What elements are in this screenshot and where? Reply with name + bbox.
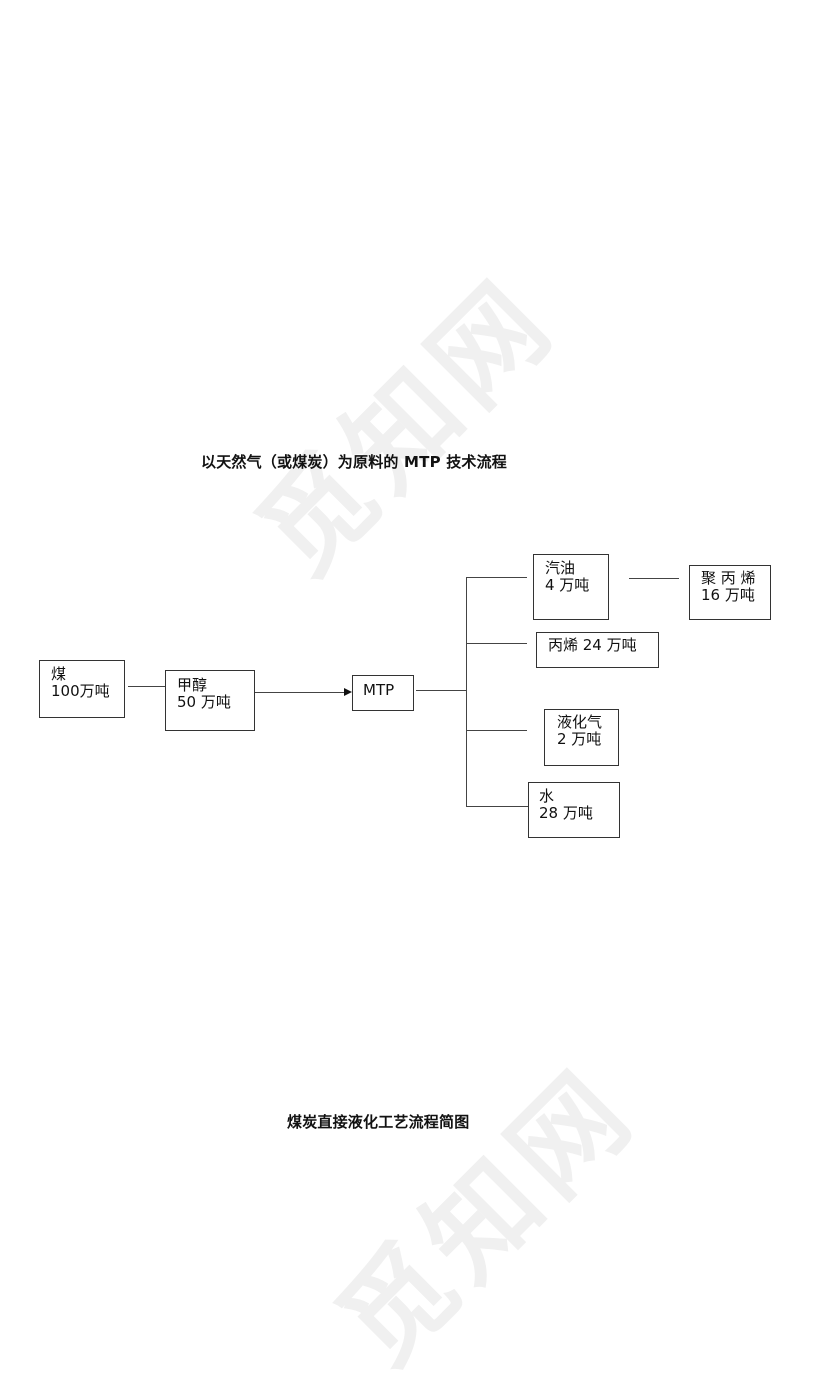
edge-to-lpg bbox=[466, 730, 527, 731]
node-water-label: 水 bbox=[539, 787, 555, 805]
node-methanol: 甲醇 50 万吨 bbox=[165, 670, 255, 731]
node-mtp: MTP bbox=[352, 675, 414, 711]
edge-to-gasoline bbox=[466, 577, 527, 578]
arrowhead-icon bbox=[344, 688, 352, 696]
node-propylene: 丙烯 24 万吨 bbox=[536, 632, 659, 668]
node-coal-amount: 100万吨 bbox=[51, 682, 110, 700]
edge-to-propylene bbox=[466, 643, 527, 644]
node-methanol-label: 甲醇 bbox=[177, 676, 208, 694]
edge-methanol-to-mtp bbox=[255, 692, 345, 693]
edge-mtp-to-bracket bbox=[416, 690, 466, 691]
bracket-vertical bbox=[466, 577, 467, 807]
node-gasoline: 汽油 4 万吨 bbox=[533, 554, 609, 620]
node-water: 水 28 万吨 bbox=[528, 782, 620, 838]
page: 以天然气（或煤炭）为原料的 MTP 技术流程 煤 100万吨 甲醇 50 万吨 … bbox=[39, 453, 771, 1131]
node-polypropylene-label: 聚 丙 烯 bbox=[701, 569, 756, 587]
node-polypropylene: 聚 丙 烯 16 万吨 bbox=[689, 565, 771, 620]
node-coal-label: 煤 bbox=[51, 665, 67, 683]
node-lpg: 液化气 2 万吨 bbox=[544, 709, 619, 766]
edge-to-water bbox=[466, 806, 528, 807]
node-lpg-label: 液化气 bbox=[557, 713, 603, 731]
diagram-title-mtp: 以天然气（或煤炭）为原料的 MTP 技术流程 bbox=[201, 453, 507, 471]
node-lpg-amount: 2 万吨 bbox=[557, 730, 602, 748]
node-mtp-label: MTP bbox=[363, 681, 395, 699]
edge-gasoline-to-polypropylene bbox=[629, 578, 679, 579]
node-propylene-label: 丙烯 24 万吨 bbox=[548, 636, 637, 654]
edge-coal-to-methanol bbox=[128, 686, 170, 687]
diagram-title-coal-liquefaction: 煤炭直接液化工艺流程简图 bbox=[287, 1113, 470, 1131]
node-gasoline-label: 汽油 bbox=[545, 559, 576, 577]
node-coal: 煤 100万吨 bbox=[39, 660, 125, 718]
node-polypropylene-amount: 16 万吨 bbox=[701, 586, 755, 604]
node-gasoline-amount: 4 万吨 bbox=[545, 576, 590, 594]
node-water-amount: 28 万吨 bbox=[539, 804, 593, 822]
node-methanol-amount: 50 万吨 bbox=[177, 693, 231, 711]
